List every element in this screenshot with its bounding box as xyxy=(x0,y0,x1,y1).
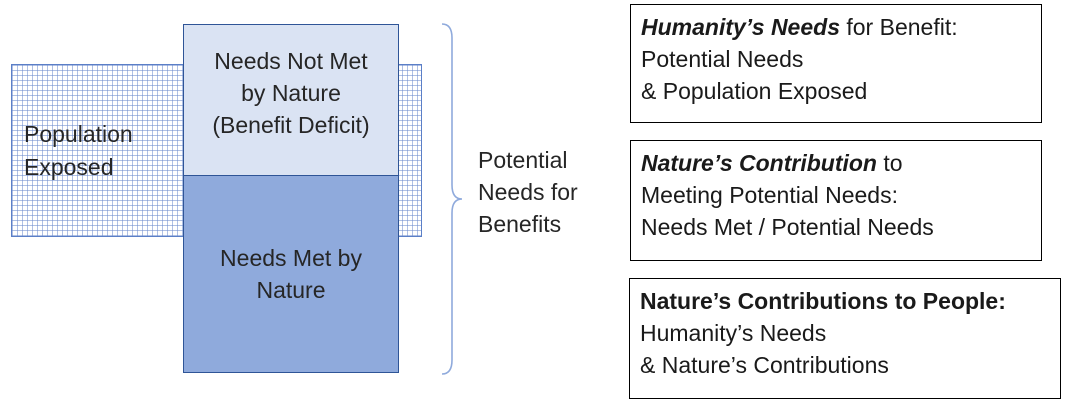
humanity-needs-box: Humanity’s Needs for Benefit: Potential … xyxy=(630,4,1042,123)
needs-not-met-line-3: (Benefit Deficit) xyxy=(212,112,370,138)
humanity-needs-title-bold: Humanity’s Needs xyxy=(641,14,840,40)
ncp-line-2: Humanity’s Needs xyxy=(640,320,827,346)
ncp-box: Nature’s Contributions to People: Humani… xyxy=(629,278,1061,399)
population-exposed-label: Population Exposed xyxy=(24,118,133,184)
nature-contribution-line-2: Meeting Potential Needs: xyxy=(641,182,898,208)
curly-brace-icon xyxy=(441,23,463,375)
nature-contribution-title-bold: Nature’s Contribution xyxy=(641,150,877,176)
ncp-line-3: & Nature’s Contributions xyxy=(640,352,889,378)
population-exposed-line-2: Exposed xyxy=(24,154,114,180)
needs-met-block: Needs Met by Nature xyxy=(183,175,399,373)
needs-not-met-line-2: by Nature xyxy=(241,80,341,106)
humanity-needs-line-2: Potential Needs xyxy=(641,46,804,72)
potential-needs-line-3: Benefits xyxy=(478,211,562,237)
population-exposed-line-1: Population xyxy=(24,121,133,147)
humanity-needs-line-3: & Population Exposed xyxy=(641,78,868,104)
needs-met-line-2: Nature xyxy=(256,277,326,303)
nature-contribution-box: Nature’s Contribution to Meeting Potenti… xyxy=(630,140,1042,261)
potential-needs-line-2: Needs for xyxy=(478,179,578,205)
needs-met-line-1: Needs Met by xyxy=(220,245,362,271)
nature-contribution-title-rest: to xyxy=(876,150,903,176)
needs-met-label: Needs Met by Nature xyxy=(184,242,398,306)
potential-needs-label: Potential Needs for Benefits xyxy=(478,144,578,240)
potential-needs-line-1: Potential xyxy=(478,147,568,173)
humanity-needs-title-rest: for Benefit: xyxy=(839,14,958,40)
humanity-needs-title: Humanity’s Needs for Benefit: xyxy=(641,11,1031,43)
needs-not-met-block: Needs Not Met by Nature (Benefit Deficit… xyxy=(183,24,399,176)
needs-not-met-label: Needs Not Met by Nature (Benefit Deficit… xyxy=(184,45,398,141)
nature-contribution-title: Nature’s Contribution to xyxy=(641,147,1031,179)
nature-contribution-line-3: Needs Met / Potential Needs xyxy=(641,214,934,240)
ncp-title: Nature’s Contributions to People: xyxy=(640,288,1006,314)
needs-not-met-line-1: Needs Not Met xyxy=(214,48,368,74)
